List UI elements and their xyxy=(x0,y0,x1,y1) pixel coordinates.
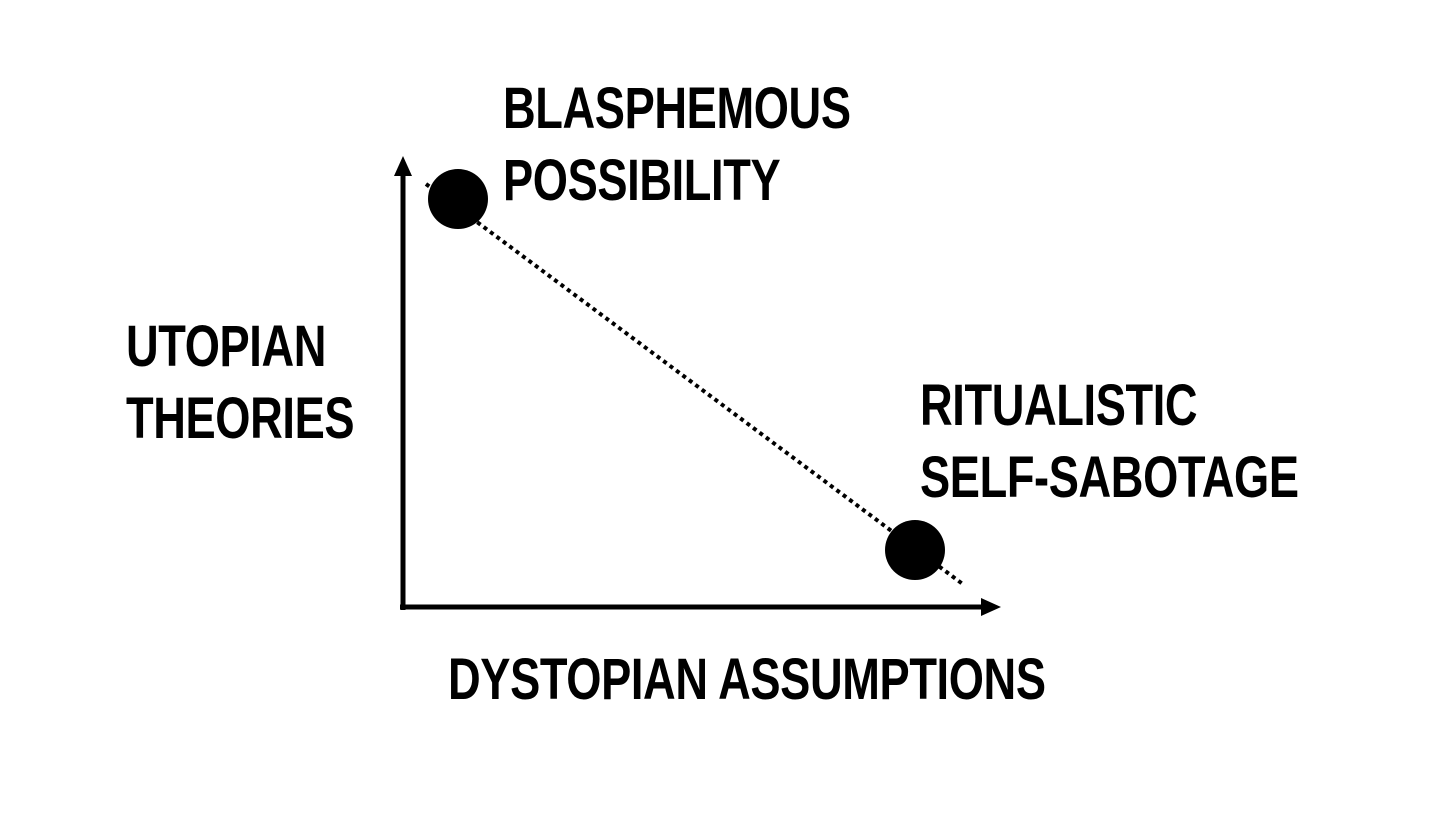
y-axis-label-line-2: THEORIES xyxy=(126,386,355,451)
x-axis-label-text: DYSTOPIAN ASSUMPTIONS xyxy=(448,647,1046,712)
point-blasphemous-possibility xyxy=(428,169,488,229)
y-axis-label-line-1: UTOPIAN xyxy=(126,314,327,379)
point-label-line-2: SELF-SABOTAGE xyxy=(920,445,1299,510)
point-label-line-1: BLASPHEMOUS xyxy=(503,76,851,141)
dotted-connector-line xyxy=(424,182,966,587)
point-label-line-2: POSSIBILITY xyxy=(503,148,781,213)
x-axis-arrowhead xyxy=(981,598,1001,616)
y-axis-arrowhead xyxy=(394,156,412,176)
x-axis-label: DYSTOPIAN ASSUMPTIONS xyxy=(448,644,1046,716)
point-ritualistic-self-sabotage xyxy=(885,520,945,580)
point-label-ritualistic-self-sabotage: RITUALISTIC SELF-SABOTAGE xyxy=(920,370,1299,514)
point-label-line-1: RITUALISTIC xyxy=(920,373,1198,438)
point-label-blasphemous-possibility: BLASPHEMOUS POSSIBILITY xyxy=(503,73,851,217)
y-axis-label: UTOPIAN THEORIES xyxy=(126,311,355,455)
